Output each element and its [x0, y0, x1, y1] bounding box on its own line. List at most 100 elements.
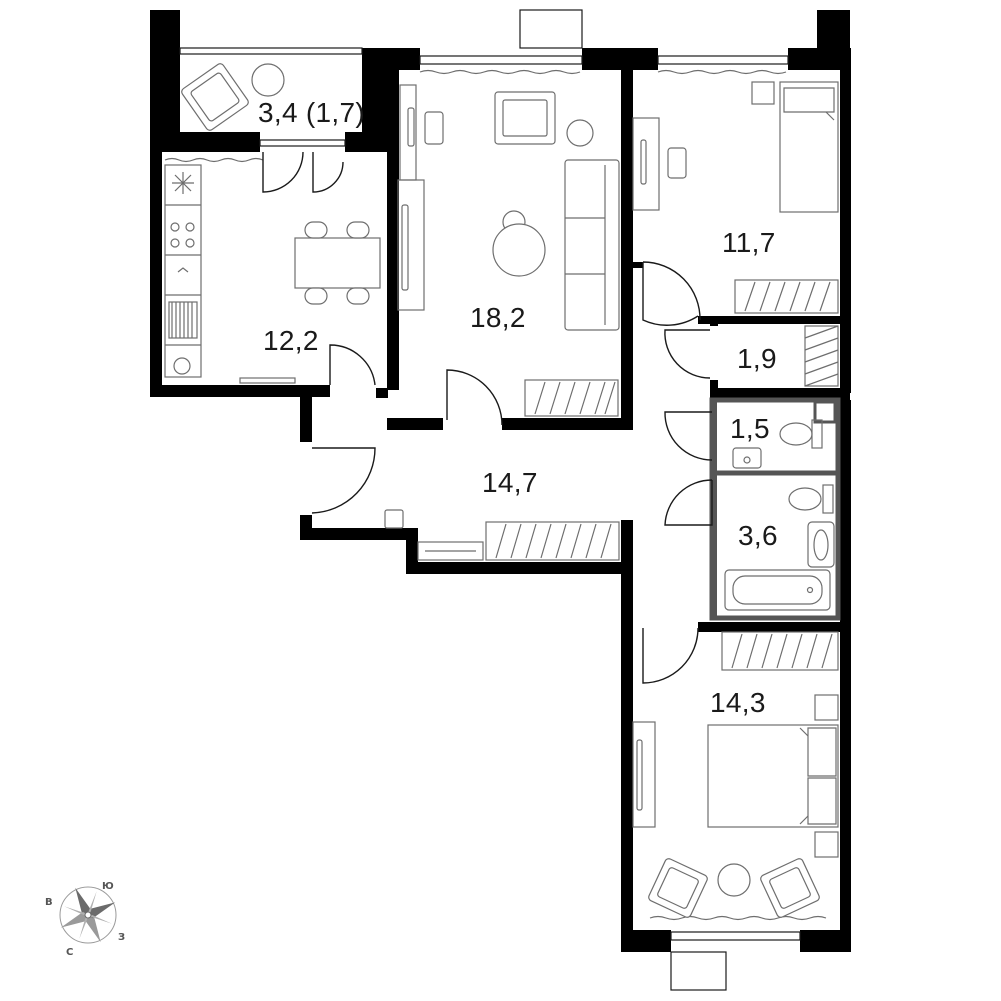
door-bedroom2	[642, 627, 699, 684]
wall-storage-stub	[710, 380, 718, 388]
room-area-toilet: 1,5	[730, 413, 770, 444]
wall-balcony-bottom	[150, 132, 260, 152]
wall-bottom-a	[621, 930, 671, 952]
shaft	[813, 400, 837, 424]
window-kitchen	[259, 139, 346, 147]
compass-rose-icon: Ю В З С	[45, 881, 125, 958]
room-area-living-room: 18,2	[470, 302, 526, 333]
tv-icon	[401, 204, 409, 291]
wall-living-bottom-a	[387, 418, 443, 430]
wall-kitchen-living	[387, 60, 399, 390]
bathtub	[724, 569, 831, 611]
bedroom2-wardrobe	[721, 631, 839, 671]
dining-chairs	[304, 221, 370, 305]
wall-living-bottom-b	[502, 418, 632, 430]
wall-hall-bottom-step	[406, 528, 418, 573]
washbasin-1	[732, 447, 762, 469]
curtain-kitchen	[164, 157, 264, 163]
window-bay-bottom	[670, 951, 727, 991]
wall-right-lower	[840, 400, 851, 947]
bed-1	[779, 81, 839, 213]
door-kitchen	[329, 344, 376, 386]
desk-chair-2	[667, 147, 687, 179]
room-area-kitchen: 12,2	[263, 325, 319, 356]
windows	[164, 9, 827, 991]
furniture	[164, 63, 839, 918]
tv-unit	[397, 179, 425, 311]
nightstand-1	[751, 81, 775, 105]
wall-bathroom-left	[712, 400, 717, 618]
door-bathroom	[664, 479, 713, 526]
wall-kitchen-bottom	[150, 385, 330, 397]
balcony-table	[251, 63, 285, 97]
wall-bedroom1-bottom	[698, 316, 848, 324]
wall-kitchen-living-stub	[376, 388, 388, 398]
door-balcony-left	[262, 151, 304, 193]
bedroom2-side-table	[717, 863, 751, 897]
compass-south-label: Ю	[102, 881, 114, 892]
window-bedroom2	[670, 931, 801, 941]
wall-hall-bottom-a	[300, 528, 418, 540]
door-entrance	[311, 447, 376, 514]
radiator-kitchen	[239, 377, 296, 384]
wall-living-bedroom	[621, 60, 633, 430]
wall-balcony-left	[150, 10, 180, 152]
living-sofa	[564, 159, 620, 331]
monitor-icon	[407, 107, 415, 147]
window-balcony	[179, 47, 363, 55]
hall-ottoman	[384, 509, 404, 529]
compass-north-label: С	[66, 947, 73, 958]
bedroom1-wardrobe	[734, 279, 839, 314]
wall-hall-right-stub	[621, 520, 633, 574]
tv-icon-2	[636, 739, 643, 811]
balcony-armchair	[181, 63, 249, 131]
storage-shelves	[804, 325, 839, 387]
dining-table	[294, 237, 381, 289]
wall-kitchen-left	[150, 152, 162, 397]
room-area-bedroom-1: 11,7	[722, 227, 776, 258]
monitor-icon-2	[640, 139, 647, 185]
wall-stub-a	[633, 262, 643, 268]
room-area-bedroom-2: 14,3	[710, 687, 766, 718]
window-living	[419, 55, 583, 65]
curtain-bedroom1	[657, 69, 787, 75]
compass-west-label: З	[118, 932, 125, 943]
hall-shoe-rack	[417, 541, 484, 561]
wall-storage-corner	[710, 316, 718, 326]
toilet-2-icon	[788, 484, 834, 514]
hall-wardrobe	[485, 521, 620, 561]
wall-hall-left-a	[300, 385, 312, 442]
wall-bedroom2-top	[698, 622, 850, 632]
room-area-hallway: 14,7	[482, 467, 538, 498]
curtain-living	[419, 69, 581, 75]
area-labels: 3,4 (1,7) 12,2 18,2 11,7 1,9 1,5 3,6 14,…	[258, 97, 778, 718]
door-living	[446, 369, 503, 426]
room-area-bathroom: 3,6	[738, 520, 778, 551]
window-bay-top	[519, 9, 583, 49]
nightstand-2	[814, 694, 839, 721]
room-area-balcony: 3,4 (1,7)	[258, 97, 365, 128]
bedroom2-dresser	[632, 721, 656, 828]
window-bedroom1	[657, 55, 789, 65]
door-toilet	[664, 411, 713, 461]
wall-right-upper	[840, 48, 851, 393]
washbasin-2	[807, 521, 835, 568]
room-area-storage: 1,9	[737, 343, 777, 374]
living-armchair	[494, 91, 556, 145]
compass-east-label: В	[45, 897, 53, 908]
doors	[262, 151, 713, 684]
wall-storage-bottom	[710, 388, 850, 400]
faucet-icon	[177, 267, 189, 273]
bedroom1-desk	[632, 117, 660, 211]
side-table	[566, 119, 594, 147]
bedroom2-armchair-right	[760, 858, 820, 918]
toilet-1-icon	[779, 419, 823, 449]
wall-hall-bottom-b	[406, 562, 632, 574]
stove-icon	[170, 222, 195, 248]
sink-icon	[168, 301, 198, 339]
washer-icon	[173, 357, 191, 375]
wall-top-b	[582, 48, 658, 70]
nightstand-3	[814, 831, 839, 858]
kitchen-counter	[164, 164, 202, 378]
